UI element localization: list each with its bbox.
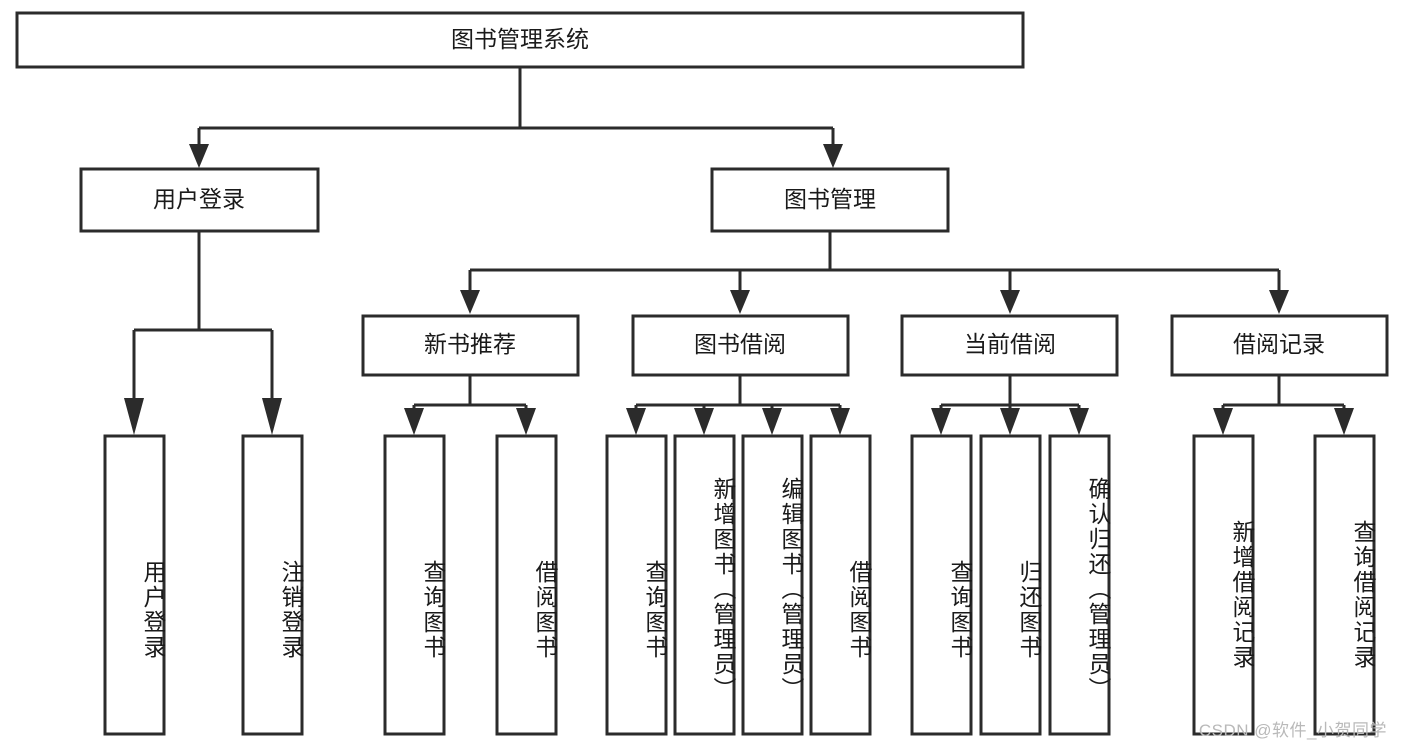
node-current-borrow[interactable]: 当前借阅 <box>900 314 1119 377</box>
leaf-box-return-book[interactable] <box>979 434 1042 736</box>
leaf-box-logout[interactable] <box>241 434 304 736</box>
arrow-head-icon <box>516 408 536 435</box>
arrow-head-icon <box>1000 408 1020 435</box>
leaf-box-borrow-book-1[interactable] <box>495 434 558 736</box>
arrow-head-icon <box>189 144 209 168</box>
node-new-book-recommend-label: 新书推荐 <box>424 331 516 357</box>
connector-userlogin-to-leaves <box>124 231 282 435</box>
node-new-book-recommend[interactable]: 新书推荐 <box>361 314 580 377</box>
arrow-head-icon <box>931 408 951 435</box>
watermark-text: CSDN @软件_小贺同学 <box>1198 721 1387 740</box>
arrow-head-icon <box>124 398 144 435</box>
arrow-head-icon <box>730 290 750 314</box>
arrow-head-icon <box>823 144 843 168</box>
arrow-head-icon <box>626 408 646 435</box>
node-book-management[interactable]: 图书管理 <box>710 167 950 233</box>
node-borrow-record[interactable]: 借阅记录 <box>1170 314 1389 377</box>
connector-root-to-level2 <box>189 67 843 168</box>
connector-newbook-to-leaves <box>404 375 536 435</box>
leaf-box-query-book-1[interactable] <box>383 434 446 736</box>
arrow-head-icon <box>694 408 714 435</box>
node-root[interactable]: 图书管理系统 <box>15 11 1025 69</box>
leaf-box-user-login[interactable] <box>103 434 166 736</box>
arrow-head-icon <box>1213 408 1233 435</box>
leaf-box-borrow-book-2[interactable] <box>809 434 872 736</box>
arrow-head-icon <box>1000 290 1020 314</box>
leaf-box-add-borrow-record[interactable] <box>1192 434 1255 736</box>
node-book-borrow[interactable]: 图书借阅 <box>631 314 850 377</box>
arrow-head-icon <box>1069 408 1089 435</box>
connector-borrowrecord-to-leaves <box>1213 375 1354 435</box>
node-borrow-record-label: 借阅记录 <box>1233 331 1325 357</box>
node-current-borrow-label: 当前借阅 <box>964 331 1056 357</box>
connector-bookborrow-to-leaves <box>626 375 850 435</box>
leaf-box-add-book-admin[interactable] <box>673 434 736 736</box>
node-root-label: 图书管理系统 <box>451 26 589 52</box>
arrow-head-icon <box>404 408 424 435</box>
node-book-borrow-label: 图书借阅 <box>694 331 786 357</box>
connector-bookmgmt-to-level3 <box>460 231 1289 314</box>
arrow-head-icon <box>830 408 850 435</box>
leaf-box-query-book-2[interactable] <box>605 434 668 736</box>
arrow-head-icon <box>762 408 782 435</box>
node-user-login-label: 用户登录 <box>153 186 245 212</box>
leaf-box-query-book-3[interactable] <box>910 434 973 736</box>
connector-currentborrow-to-leaves <box>931 375 1089 435</box>
leaf-box-edit-book-admin[interactable] <box>741 434 804 736</box>
arrow-head-icon <box>262 398 282 435</box>
arrow-head-icon <box>1334 408 1354 435</box>
node-user-login[interactable]: 用户登录 <box>79 167 320 233</box>
leaf-box-query-borrow-record[interactable] <box>1313 434 1376 736</box>
arrow-head-icon <box>460 290 480 314</box>
node-book-management-label: 图书管理 <box>784 186 876 212</box>
arrow-head-icon <box>1269 290 1289 314</box>
leaf-box-confirm-return-admin[interactable] <box>1048 434 1111 736</box>
